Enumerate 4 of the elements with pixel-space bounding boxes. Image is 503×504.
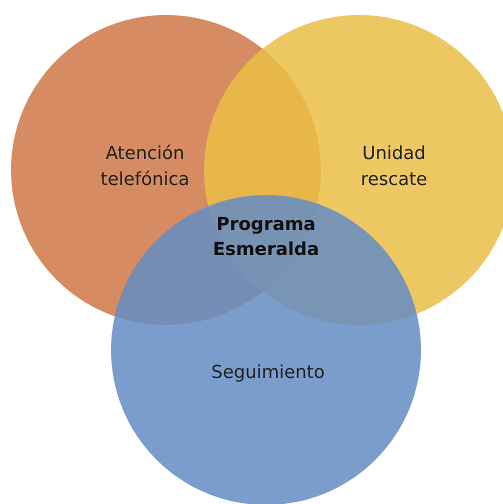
circle-label: Unidad rescate xyxy=(360,142,428,192)
overlap-label: Programa Esmeralda xyxy=(212,213,320,262)
circle-label: Atención telefónica xyxy=(100,142,190,192)
circle-label: Seguimiento xyxy=(210,361,326,385)
